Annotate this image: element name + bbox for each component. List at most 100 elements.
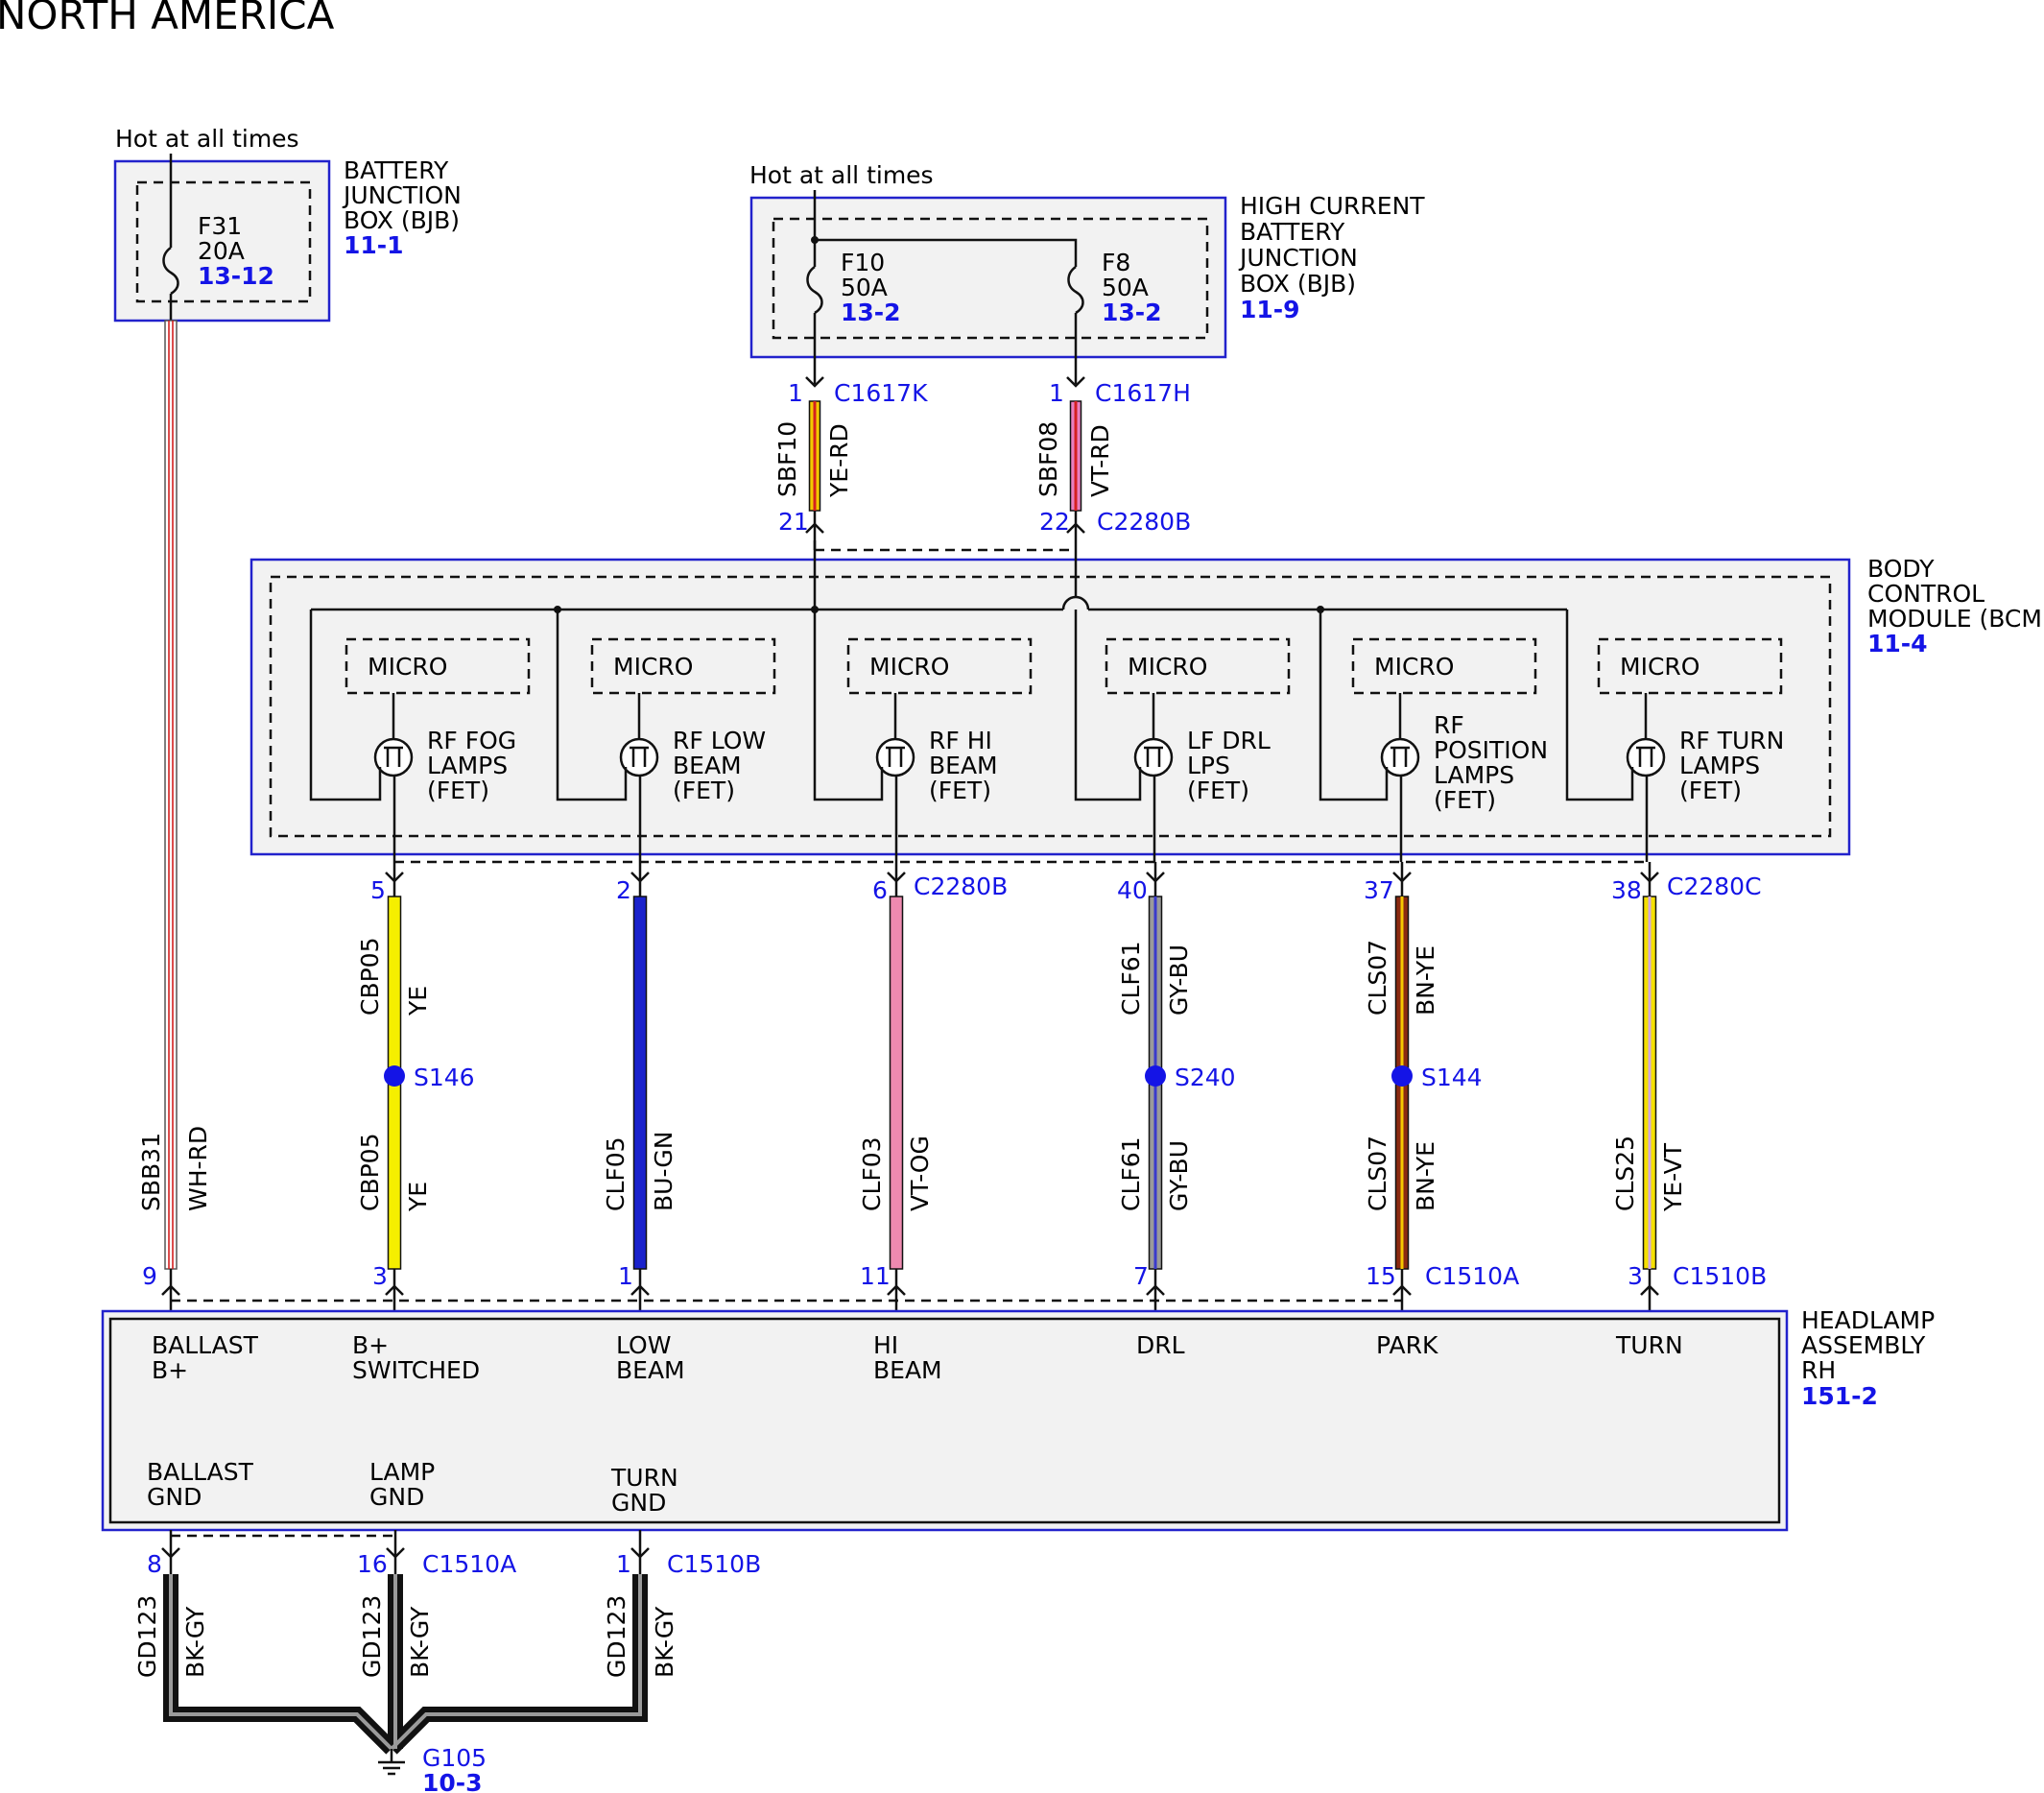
fuse-f10-ref[interactable]: 13-2 <box>841 299 901 326</box>
bcm-pin: 40 <box>1117 876 1148 904</box>
headlamp-top-label-3: BEAM <box>616 1356 685 1384</box>
fuse-f8-ref[interactable]: 13-2 <box>1102 299 1162 326</box>
high-current-bjb: Hot at all times F10 50A 13-2 F8 50A 13-… <box>749 161 1425 384</box>
output-wire-3[interactable] <box>889 896 904 1270</box>
feed-top-pin: 1 <box>788 379 803 407</box>
headlamp-pin: 3 <box>1628 1262 1643 1290</box>
ground-ref[interactable]: 10-3 <box>422 1769 483 1793</box>
fet-label-2: POSITION <box>1434 736 1548 764</box>
ground-g105: G105 10-3 <box>378 1744 487 1793</box>
fet-label-3: (FET) <box>1679 777 1742 804</box>
fet-label-1: RF HI <box>929 727 992 754</box>
fet-label-2: LAMPS <box>427 752 508 779</box>
lower-circuit: CBP05 <box>356 1134 384 1212</box>
lower-circuit: CLF03 <box>858 1136 886 1211</box>
headlamp-assembly: HEADLAMP ASSEMBLY RH 151-2 BALLASTB+B+SW… <box>101 1299 1935 1538</box>
headlamp-pin: 11 <box>860 1262 891 1290</box>
connector-chevron-icon <box>386 1547 405 1559</box>
headlamp-bottom-label-2: LAMP <box>369 1458 435 1486</box>
headlamp-top-label-1: BALLAST <box>152 1331 259 1359</box>
connector-chevron-icon <box>805 376 824 388</box>
c2280b-connector-dashed <box>813 536 1076 552</box>
bcm-box <box>250 558 1851 856</box>
bcm-pin: 38 <box>1611 876 1642 904</box>
micro-label: MICRO <box>1374 653 1454 681</box>
headlamp-pin: 1 <box>618 1262 633 1290</box>
fet-label-3: LAMPS <box>1434 761 1514 789</box>
upper-color: BN-YE <box>1412 945 1439 1016</box>
fuse-f8-id: F8 <box>1102 249 1130 276</box>
hcbjb-name-2: BATTERY <box>1240 218 1345 246</box>
bcm-pin: 5 <box>370 876 386 904</box>
fet-label-2: BEAM <box>673 752 742 779</box>
headlamp-top-label-4: HI <box>873 1331 898 1359</box>
bcm-name-1: BODY <box>1867 555 1935 583</box>
headlamp-bottom-label-1: GND <box>147 1483 202 1511</box>
bjb-hot-label: Hot at all times <box>115 125 299 153</box>
bcm-pin: 37 <box>1364 876 1394 904</box>
ground-circuit: GD123 <box>133 1595 161 1678</box>
hcbjb-box <box>749 196 1227 359</box>
headlamp-top-label-1: B+ <box>152 1356 188 1384</box>
splice-dot-icon <box>384 1065 405 1087</box>
ground-circuit: GD123 <box>603 1595 630 1678</box>
bjb-name-2: JUNCTION <box>342 181 462 209</box>
upper-circuit: CBP05 <box>356 938 384 1016</box>
wire-sbf08[interactable] <box>1069 400 1082 512</box>
splice-dot-icon <box>1145 1065 1166 1087</box>
hcbjb-ref[interactable]: 11-9 <box>1240 296 1300 323</box>
output-wire-6[interactable] <box>1642 896 1657 1270</box>
fuse-f31-icon <box>162 246 179 296</box>
fet-label-1: RF FOG <box>427 727 516 754</box>
connector-chevron-icon <box>630 1547 650 1559</box>
ground-pin: 8 <box>147 1550 162 1578</box>
bcm-ref[interactable]: 11-4 <box>1867 630 1928 657</box>
bcm-name-2: CONTROL <box>1867 580 1985 608</box>
hcbjb-hot-label: Hot at all times <box>749 161 934 189</box>
upper-circuit: CLS07 <box>1364 940 1391 1016</box>
ground-connector: C1510B <box>667 1550 761 1578</box>
hcbjb-inner-dashed <box>772 217 1209 340</box>
ground-circuit: GD123 <box>358 1595 386 1678</box>
bcm-connector: C2280C <box>1667 873 1762 900</box>
micro-label: MICRO <box>1128 653 1207 681</box>
fuse-f31-ref[interactable]: 13-12 <box>198 262 274 290</box>
lower-circuit: CLS25 <box>1611 1136 1639 1211</box>
fet-label-3: (FET) <box>1187 777 1249 804</box>
headlamp-top-label-7: TURN <box>1615 1331 1683 1359</box>
lower-circuit: CLF05 <box>602 1136 630 1211</box>
ground-harness[interactable] <box>163 1574 648 1755</box>
wire-sbf10[interactable] <box>808 400 821 512</box>
wire-sbb31[interactable]: SBB31 WH-RD <box>137 320 212 1270</box>
feed-top-pin: 1 <box>1049 379 1064 407</box>
feed-top-connector: C1617K <box>834 379 928 407</box>
headlamp-bottom-label-2: GND <box>369 1483 424 1511</box>
headlamp-bottom-label-1: BALLAST <box>147 1458 254 1486</box>
feed-color: VT-RD <box>1086 424 1114 497</box>
hcbjb-name-1: HIGH CURRENT <box>1240 192 1425 220</box>
headlamp-name-2: ASSEMBLY <box>1801 1331 1926 1359</box>
ground-pin: 16 <box>357 1550 388 1578</box>
sbb31-headlamp-pin: 9 <box>142 1262 157 1290</box>
headlamp-connector: C1510A <box>1425 1262 1519 1290</box>
upper-circuit: CLF61 <box>1117 941 1145 1016</box>
bcm-connector: C2280B <box>914 873 1008 900</box>
connector-chevron-icon <box>1066 376 1085 388</box>
upper-color: YE <box>404 986 432 1016</box>
headlamp-ref[interactable]: 151-2 <box>1801 1382 1878 1410</box>
bjb-ref[interactable]: 11-1 <box>344 231 404 259</box>
headlamp-top-label-2: B+ <box>352 1331 389 1359</box>
fet-label-2: LPS <box>1187 752 1230 779</box>
output-wire-2[interactable] <box>632 896 648 1270</box>
splice-label: S146 <box>414 1064 475 1091</box>
